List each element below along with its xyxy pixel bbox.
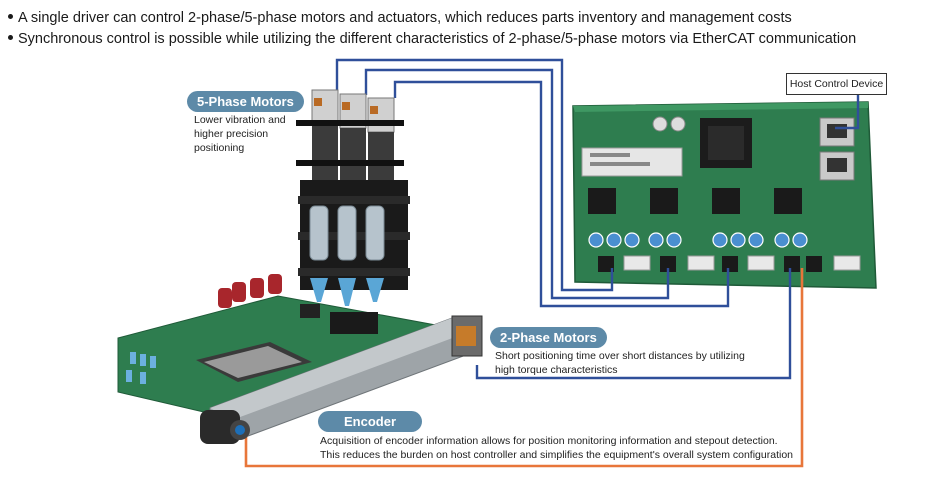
host-board-illustration: [117, 274, 453, 421]
actuator-rail-illustration: [200, 315, 483, 444]
desc-line: This reduces the burden on host controll…: [320, 449, 794, 461]
desc-line: higher precision: [194, 128, 269, 140]
desc-line: positioning: [194, 142, 245, 154]
five-phase-description: Lower vibration and higher precision pos…: [194, 113, 304, 155]
desc-line: Short positioning time over short distan…: [495, 350, 745, 362]
bullet-dot-icon: [8, 13, 13, 19]
feature-bullets: A single driver can control 2-phase/5-ph…: [8, 8, 856, 50]
two-phase-label: 2-Phase Motors: [490, 327, 607, 348]
bullet-text: Synchronous control is possible while ut…: [18, 31, 857, 47]
encoder-description: Acquisition of encoder information allow…: [320, 434, 820, 462]
motor-cables: [335, 58, 860, 380]
two-phase-description: Short positioning time over short distan…: [495, 349, 795, 377]
driver-board-illustration: [572, 101, 877, 289]
bullet-text: A single driver can control 2-phase/5-ph…: [18, 10, 792, 26]
bullet-item: A single driver can control 2-phase/5-ph…: [8, 8, 856, 29]
host-control-device-box: Host Control Device: [786, 73, 887, 95]
desc-line: Acquisition of encoder information allow…: [320, 435, 778, 447]
bullet-item: Synchronous control is possible while ut…: [8, 29, 856, 50]
encoder-label: Encoder: [318, 411, 423, 432]
five-phase-motors-illustration: [296, 89, 410, 306]
desc-line: high torque characteristics: [495, 364, 618, 376]
desc-line: Lower vibration and: [194, 114, 286, 126]
five-phase-label: 5-Phase Motors: [187, 91, 304, 112]
encoder-cable: [244, 268, 804, 468]
bullet-dot-icon: [8, 34, 13, 40]
